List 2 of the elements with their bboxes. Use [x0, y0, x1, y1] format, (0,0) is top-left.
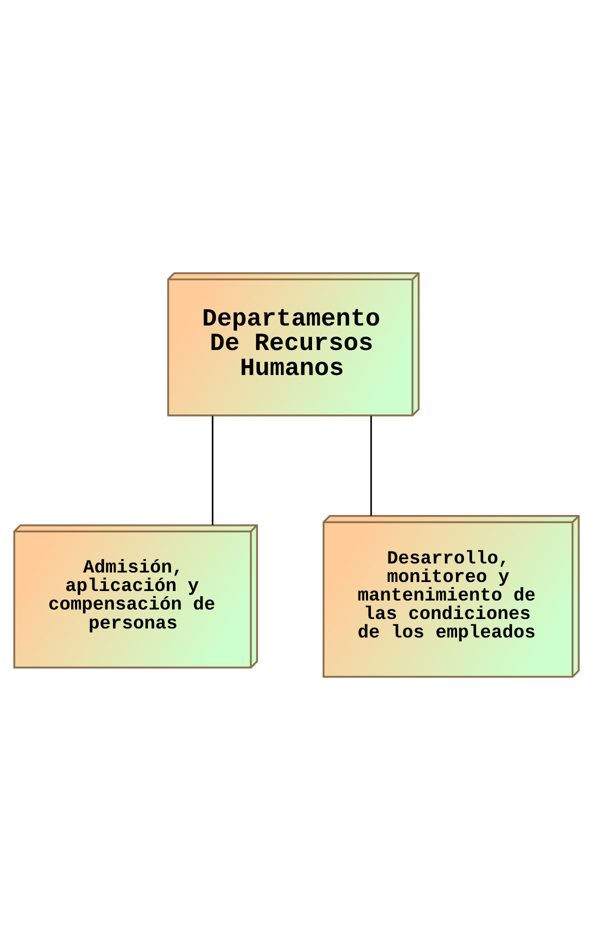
connector: [370, 416, 372, 516]
connector: [212, 416, 214, 526]
